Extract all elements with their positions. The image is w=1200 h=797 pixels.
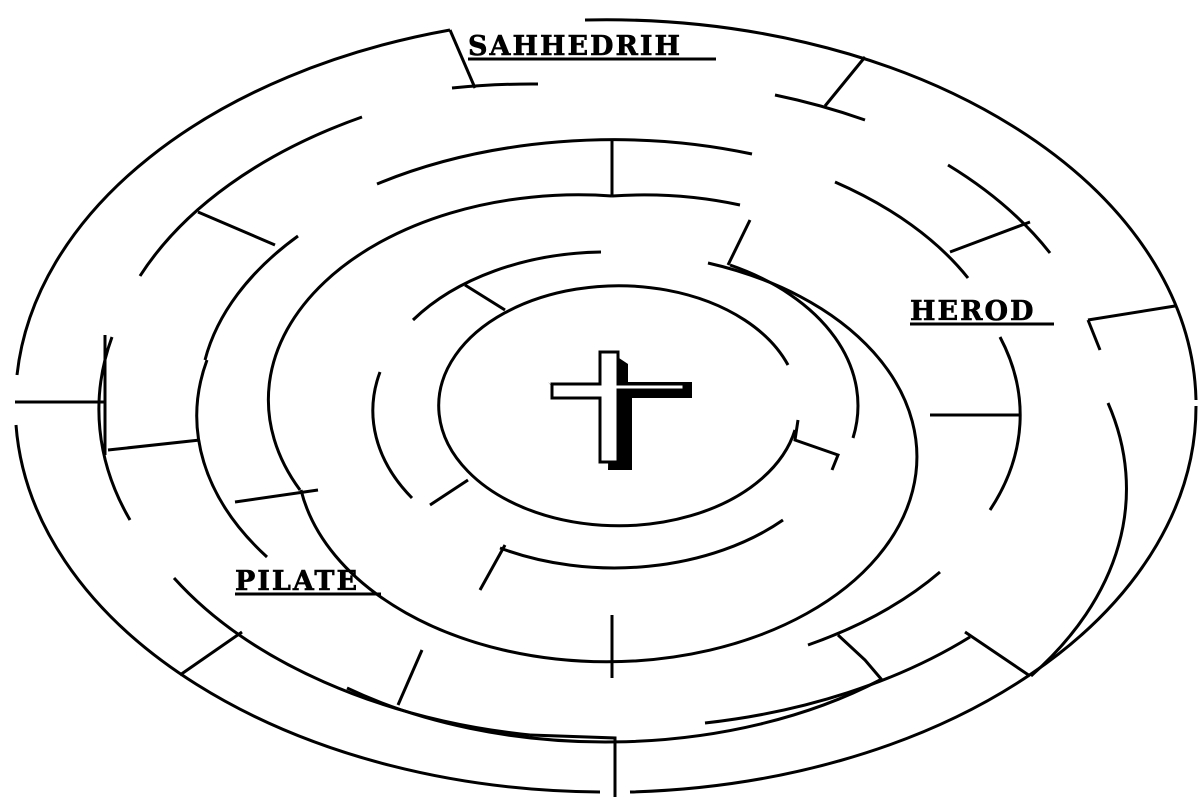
wall-bottom-left-outer [180, 632, 242, 675]
ring3-arc-right [990, 337, 1020, 510]
wall-bottom-left-connector [398, 650, 422, 705]
wall-ring3-ring4-right [728, 220, 750, 265]
wall-ring4-bottom-connector [480, 545, 505, 590]
ring2-arc-bottomright [705, 637, 970, 723]
ring3-arc-topright [835, 182, 968, 278]
wall-inner-bottom-left-diag [430, 480, 468, 505]
ring3-arc-left [197, 360, 267, 557]
location-labels: SAHHEDRIH HEROD PILATE [235, 31, 1054, 597]
wall-bottom-entry-left [530, 735, 615, 797]
ring5-arc-left [373, 372, 412, 498]
ring3-arc-bottom [347, 680, 880, 742]
ring3-arc-leftupper [205, 236, 298, 360]
connector-walls [15, 30, 1175, 797]
outer-wall-top-left [17, 30, 450, 375]
ring2-arc-topright [775, 95, 865, 120]
wall-topright-connector [825, 57, 865, 106]
wall-inner-left-diag [465, 285, 505, 310]
wall-right-connector-a [950, 222, 1030, 252]
label-sanhedrin: SAHHEDRIH [468, 31, 682, 62]
ring3-arc-top [377, 140, 752, 184]
ring4-arc-topleft [268, 195, 612, 490]
ring5-arc-bottomright [500, 520, 783, 568]
ring2-arc-bottomleft [174, 578, 530, 735]
wall-bottom-right-outer [965, 632, 1030, 676]
ring4-arc-top [612, 195, 740, 205]
ring2-arc-right-lower [1031, 403, 1126, 676]
wall-inner-right-hook [795, 420, 838, 470]
ring5-arc-topright [730, 265, 858, 438]
ring5-arc-top [413, 252, 601, 320]
wall-left-connector-b [198, 212, 275, 245]
cross-icon [548, 352, 692, 470]
wall-left-connector-c [235, 490, 318, 502]
ring2-arc-top [452, 84, 538, 88]
ring-4 [268, 195, 917, 662]
label-herod: HEROD [910, 296, 1035, 327]
wall-herod-tick [1088, 320, 1100, 350]
wall-herod-connector [1088, 306, 1175, 320]
ring3-arc-bottomright [808, 572, 940, 645]
label-pilate: PILATE [235, 566, 359, 597]
ring2-arc-right [948, 165, 1050, 253]
wall-left-connector-a [108, 440, 200, 450]
wall-bottom-right-hook [838, 635, 882, 680]
